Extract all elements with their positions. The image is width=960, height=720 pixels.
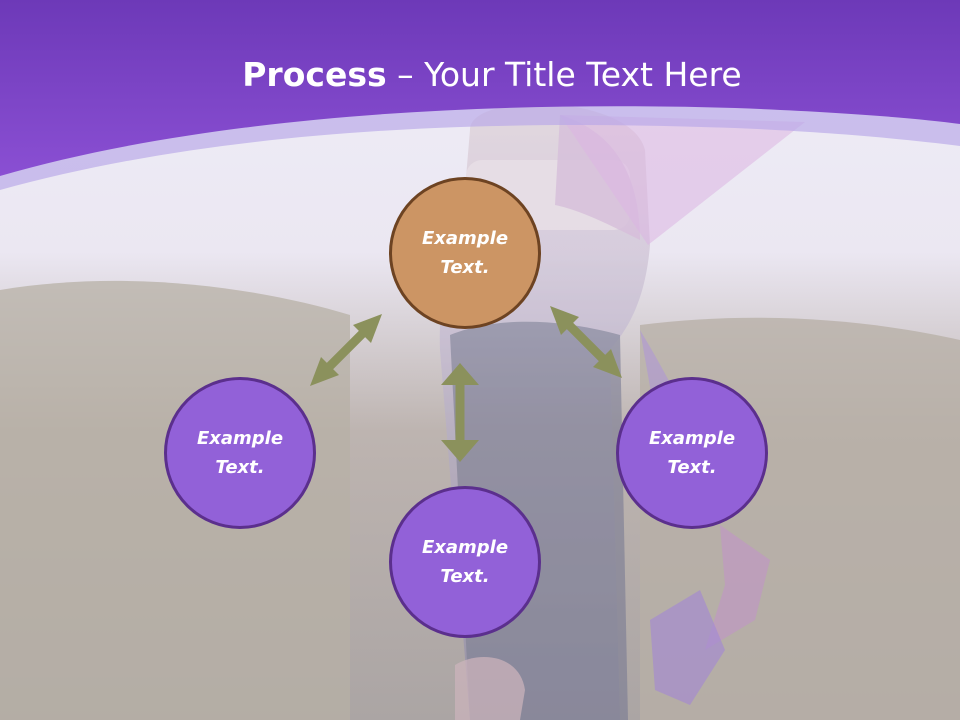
process-node-top: Example Text.	[389, 177, 541, 329]
node-label-bottom: Example Text.	[421, 537, 509, 587]
process-node-right: Example Text.	[616, 377, 768, 529]
slide-title-bold: Process	[242, 55, 387, 94]
node-label-top: Example Text.	[421, 228, 509, 278]
slide-title-rest: – Your Title Text Here	[386, 55, 742, 94]
node-label-left: Example Text.	[196, 428, 284, 478]
node-label-right: Example Text.	[648, 428, 736, 478]
process-node-bottom: Example Text.	[389, 486, 541, 638]
arrow-center-vertical	[441, 363, 479, 462]
arrow-top-right	[550, 306, 622, 378]
header-band	[0, 0, 960, 176]
process-node-left: Example Text.	[164, 377, 316, 529]
arrow-top-left	[310, 314, 382, 386]
slide-title: Process – Your Title Text Here	[0, 52, 960, 98]
